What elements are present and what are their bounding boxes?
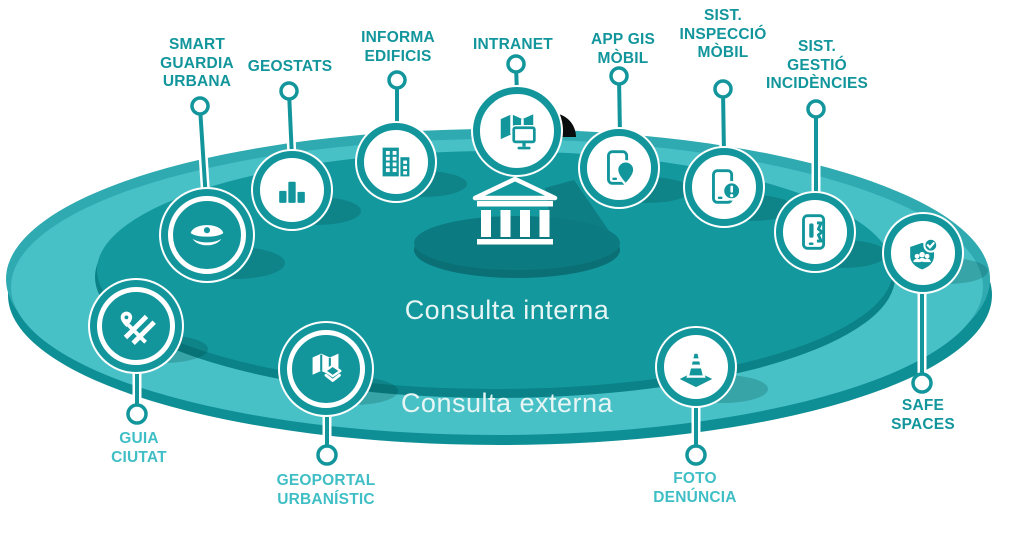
app-label-informa-edificis: INFORMA EDIFICIS — [361, 29, 435, 65]
badge-sist-inspeccio-mobil — [685, 148, 763, 226]
center-pedestal — [414, 216, 620, 278]
badge-intranet — [473, 87, 561, 175]
stem-end-rings — [126, 54, 933, 466]
phone-alert-icon — [712, 169, 742, 204]
badge-geostats — [253, 151, 331, 229]
app-label-guia-ciutat: GUIA CIUTAT — [111, 430, 167, 466]
traffic-cone-icon — [679, 351, 713, 388]
app-label-intranet: INTRANET — [473, 36, 553, 53]
app-label-sist-inspeccio-mobil: SIST. INSPECCIÓ MÒBIL — [679, 7, 767, 61]
government-building-icon — [472, 176, 558, 245]
shield-people-check-icon — [910, 237, 939, 270]
badge-app-gis-mobil — [580, 129, 658, 207]
folded-map-layers-icon — [312, 353, 342, 382]
zone-label-consulta-externa: Consulta externa — [400, 388, 614, 418]
zone-label-consulta-interna: Consulta interna — [404, 295, 610, 325]
app-label-sist-gestio-incidencies: SIST. GESTIÓ INCIDÈNCIES — [765, 38, 869, 92]
police-cap-icon — [190, 225, 224, 246]
phone-broken-icon — [802, 214, 826, 250]
badge-sist-gestio-incidencies — [776, 193, 854, 271]
map-monitor-icon — [500, 114, 538, 150]
badge-informa-edificis — [357, 123, 435, 201]
app-label-geostats: GEOSTATS — [247, 58, 333, 75]
badge-geoportal-urbanistic — [287, 330, 365, 408]
bar-chart-icon — [279, 181, 305, 203]
app-label-app-gis-mobil: APP GIS MÒBIL — [591, 31, 655, 67]
badge-guia-ciutat — [97, 287, 175, 365]
app-label-safe-spaces: SAFE SPACES — [891, 397, 955, 433]
city-map-icon — [120, 311, 156, 345]
app-label-geoportal-urbanistic: GEOPORTAL URBANÍSTIC — [276, 472, 376, 508]
phone-location-icon — [607, 150, 636, 186]
buildings-icon — [382, 147, 410, 177]
app-label-foto-denuncia: FOTO DENÚNCIA — [653, 470, 737, 506]
badge-smart-guardia-urbana — [168, 196, 246, 274]
badge-safe-spaces — [884, 214, 962, 292]
app-label-smart-guardia-urbana: SMART GUARDIA URBANA — [160, 36, 234, 90]
badge-foto-denuncia — [657, 328, 735, 406]
